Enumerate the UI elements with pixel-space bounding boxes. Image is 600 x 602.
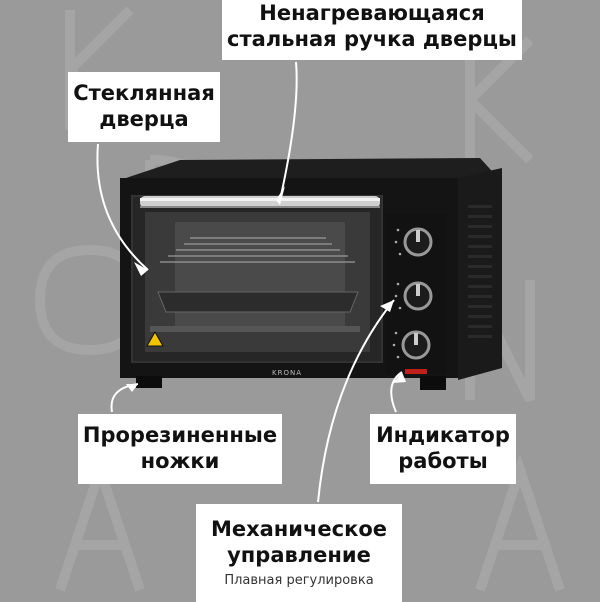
callout-line: работы: [398, 449, 488, 473]
oven-side: [458, 168, 502, 380]
callout-line: ножки: [140, 449, 220, 473]
callout-glass-door: Стеклянная дверца: [68, 72, 220, 142]
callout-line: стальная ручка дверцы: [227, 27, 517, 51]
rubber-foot-right: [420, 376, 446, 390]
power-indicator-light: [405, 369, 427, 374]
callout-line: Стеклянная: [73, 81, 215, 106]
callout-line: управление: [227, 543, 371, 568]
callout-line: Прорезиненные: [82, 423, 278, 448]
control-knobs: [392, 227, 433, 360]
callout-rubber-feet: Прорезиненные ножки: [78, 414, 282, 484]
callout-subtitle: Плавная регулировка: [224, 572, 374, 588]
callout-line: дверца: [99, 107, 189, 131]
line-glass: [96, 143, 149, 271]
callout-mechanical-controls: Механическое управление Плавная регулиро…: [196, 504, 402, 602]
callout-door-handle: Ненагревающаяся стальная ручка дверцы: [222, 0, 522, 60]
callout-line: Индикатор: [376, 423, 510, 448]
line-handle: [279, 61, 298, 201]
line-indicator: [390, 371, 403, 413]
callout-line: Механическое: [210, 517, 388, 542]
side-vents: [468, 205, 492, 338]
callout-line: Ненагревающаяся: [259, 1, 485, 26]
callout-indicator: Индикатор работы: [370, 414, 516, 484]
hot-surface-warning-icon: [146, 330, 164, 347]
wire-rack: [160, 237, 355, 263]
rubber-foot-left: [136, 376, 162, 388]
brand-logo: KRONA: [272, 369, 302, 377]
oven-top: [120, 158, 500, 180]
baking-tray: [157, 291, 359, 313]
line-controls: [317, 299, 395, 503]
